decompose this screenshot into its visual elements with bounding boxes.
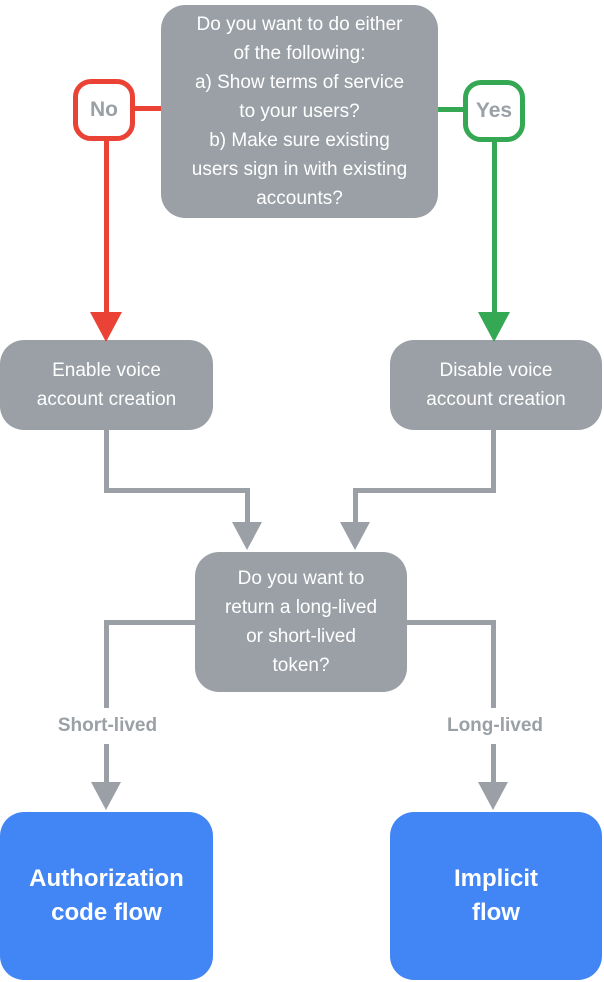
short-lived-label: Short-lived xyxy=(23,708,192,744)
no-badge: No xyxy=(73,79,135,141)
enable-connector-drop-line xyxy=(245,488,250,524)
gray-arrow-down-left-icon xyxy=(232,522,262,550)
green-arrow-down-icon xyxy=(478,312,510,342)
authorization-code-flow-box: Authorization code flow xyxy=(0,812,213,980)
short-lived-vertical-line xyxy=(104,620,109,784)
no-badge-label: No xyxy=(90,98,118,121)
no-branch-vertical-line xyxy=(104,141,109,313)
disable-connector-horizontal-line xyxy=(353,488,496,493)
no-branch-horizontal-line xyxy=(135,106,161,111)
implicit-flow-box: Implicit flow xyxy=(390,812,602,980)
disable-voice-account-text: Disable voice account creation xyxy=(426,360,566,410)
decision-box-token-question-text: Do you want to return a long-lived or sh… xyxy=(224,568,378,676)
enable-connector-vertical-line xyxy=(104,430,109,490)
long-lived-horizontal-line xyxy=(407,620,496,625)
disable-connector-drop-line xyxy=(353,488,358,524)
decision-box-terms-question-text: Do you want to do either of the followin… xyxy=(191,14,408,209)
long-lived-label-text: Long-lived xyxy=(446,715,544,736)
yes-badge: Yes xyxy=(463,80,525,142)
yes-branch-horizontal-line xyxy=(438,107,463,112)
yes-branch-vertical-line xyxy=(492,142,497,313)
gray-arrow-down-short-lived-icon xyxy=(91,782,121,810)
enable-voice-account-text: Enable voice account creation xyxy=(36,360,177,410)
short-lived-horizontal-line xyxy=(104,620,195,625)
long-lived-label: Long-lived xyxy=(410,708,580,744)
authorization-code-flow-text: Authorization code flow xyxy=(29,865,184,926)
implicit-flow-text: Implicit flow xyxy=(453,865,538,926)
short-lived-label-text: Short-lived xyxy=(57,715,158,736)
gray-arrow-down-long-lived-icon xyxy=(478,782,508,810)
enable-voice-account-box: Enable voice account creation xyxy=(0,340,213,430)
gray-arrow-down-right-icon xyxy=(340,522,370,550)
decision-box-terms-question: Do you want to do either of the followin… xyxy=(161,5,438,218)
red-arrow-down-icon xyxy=(90,312,122,342)
decision-box-token-question: Do you want to return a long-lived or sh… xyxy=(195,552,407,692)
disable-connector-vertical-line xyxy=(491,430,496,490)
disable-voice-account-box: Disable voice account creation xyxy=(390,340,602,430)
yes-badge-label: Yes xyxy=(475,99,513,122)
enable-connector-horizontal-line xyxy=(104,488,250,493)
long-lived-vertical-line xyxy=(491,620,496,784)
